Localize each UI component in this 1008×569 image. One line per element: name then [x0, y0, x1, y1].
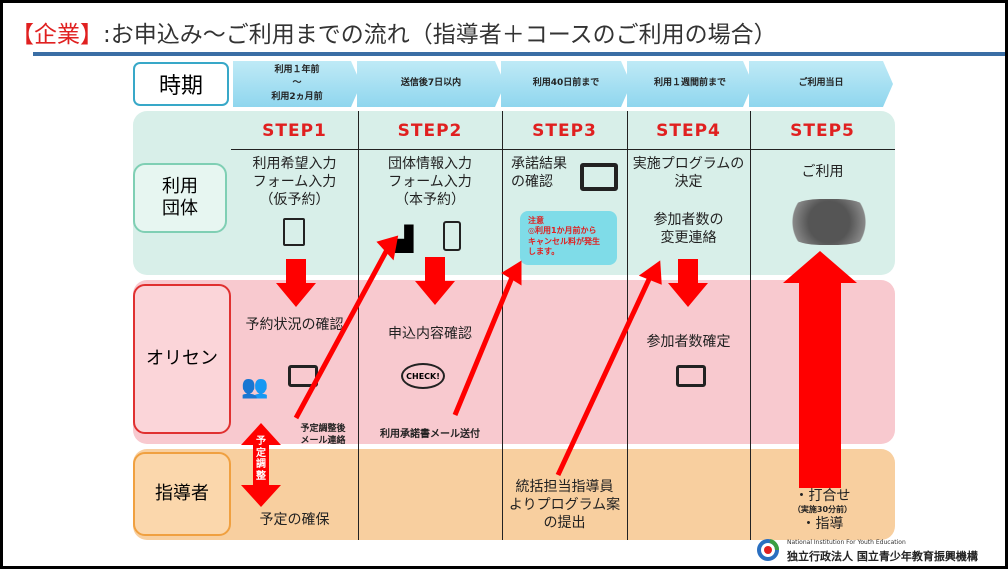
step5-group-text: ご利用: [801, 164, 844, 180]
title-text: :お申込み～ご利用までの流れ（指導者＋コースのご利用の場合）: [103, 22, 777, 48]
step1-orisen-text: 予約状況の確認: [245, 317, 344, 333]
column-divider: [502, 111, 503, 540]
step2-orisen-small: 利用承諾書メール送付: [380, 429, 480, 440]
period-2: 送信後7日以内: [357, 61, 505, 107]
period-4: 利用１週間前まで: [627, 61, 753, 107]
form-document-icon: [283, 218, 305, 246]
group-people-icon: [783, 199, 875, 245]
up-arrow-large: [783, 251, 857, 488]
title-divider: [33, 52, 1005, 56]
step-1: STEP1: [262, 121, 327, 141]
step-divider: [231, 149, 895, 150]
step1-orisen-small: 予定調整後 メール連絡: [300, 424, 346, 446]
step-5: STEP5: [790, 121, 855, 141]
step4-orisen-text: 参加者数確定: [646, 334, 731, 350]
period-text: 利用１年前: [274, 64, 320, 75]
step1-group-text: 利用希望入力 フォーム入力 （仮予約）: [252, 156, 337, 209]
period-5: ご利用当日: [749, 61, 893, 107]
step2-group-text: 団体情報入力 フォーム入力 （本予約）: [388, 156, 472, 209]
period-3: 利用40日前まで: [501, 61, 631, 107]
step3-instructor-text: 統括担当指導員 よりプログラム案 の提出: [508, 479, 621, 532]
arrow-head: [638, 260, 662, 285]
period-text: 利用40日前まで: [532, 78, 600, 89]
step4-group-text-2: 参加者数の 変更連絡: [653, 212, 724, 247]
period-label: 時期: [133, 62, 229, 106]
double-arrow: [241, 423, 281, 507]
step2-orisen-text: 申込内容確認: [388, 326, 472, 342]
row-label-group: 利用 団体: [133, 163, 227, 233]
smartphone-icon: [443, 221, 461, 251]
row-label-instructor: 指導者: [133, 452, 231, 536]
row-label-orisen: オリセン: [133, 284, 231, 434]
step3-group-text: 承諾結果 の確認: [511, 156, 567, 191]
mail-download-icon: [580, 163, 618, 191]
title-category: 【企業】: [11, 22, 103, 48]
diagonal-arrow: [293, 246, 391, 420]
step-2: STEP2: [397, 121, 463, 141]
period-text: ご利用当日: [798, 78, 844, 89]
period-1: 利用１年前 ～ 利用2ヵ月前: [233, 61, 361, 107]
slide: 【企業】:お申込み～ご利用までの流れ（指導者＋コースのご利用の場合） 時期 利用…: [3, 3, 1005, 566]
check-hand-icon: CHECK!: [401, 363, 445, 389]
step5-meeting-note: （実施30分前）: [792, 505, 853, 514]
step5-instruction: ・指導: [801, 516, 844, 532]
person-computer-icon: ▟: [395, 225, 414, 253]
column-divider: [358, 111, 359, 540]
page-title: 【企業】:お申込み～ご利用までの流れ（指導者＋コースのご利用の場合）: [11, 15, 777, 49]
org-name-en: National Institution For Youth Education: [787, 539, 906, 546]
flow-arrows: [241, 235, 857, 507]
period-text: 利用１週間前まで: [653, 78, 726, 89]
diagonal-arrow: [452, 274, 516, 416]
period-text: ～: [292, 78, 302, 89]
cancellation-note: 注意 ◎利用1か月前から キャンセル料が発生 します。: [520, 211, 617, 265]
step4-group-text-1: 実施プログラムの 決定: [632, 156, 745, 191]
organization-logo: [757, 539, 779, 561]
arrow-head: [501, 260, 522, 286]
schedule-adjust-label: 予 定 調 整: [256, 436, 266, 482]
diagonal-arrow: [555, 273, 654, 477]
calendar-monitor-icon: [676, 365, 706, 387]
orisen-band: [133, 280, 895, 444]
period-text: 送信後7日以内: [400, 78, 462, 89]
arrow-head: [376, 235, 399, 261]
meeting-people-icon: 👥: [241, 375, 269, 400]
step-3: STEP3: [532, 121, 597, 141]
org-name-ja: 独立行政法人 国立青少年教育振興機構: [787, 550, 978, 563]
step5-meeting: ・打合せ: [794, 488, 851, 504]
step-4: STEP4: [656, 121, 721, 141]
step1-instructor-text: 予定の確保: [259, 512, 330, 528]
group-band: [133, 111, 895, 275]
column-divider: [750, 111, 751, 540]
period-text: 利用2ヵ月前: [271, 91, 323, 102]
